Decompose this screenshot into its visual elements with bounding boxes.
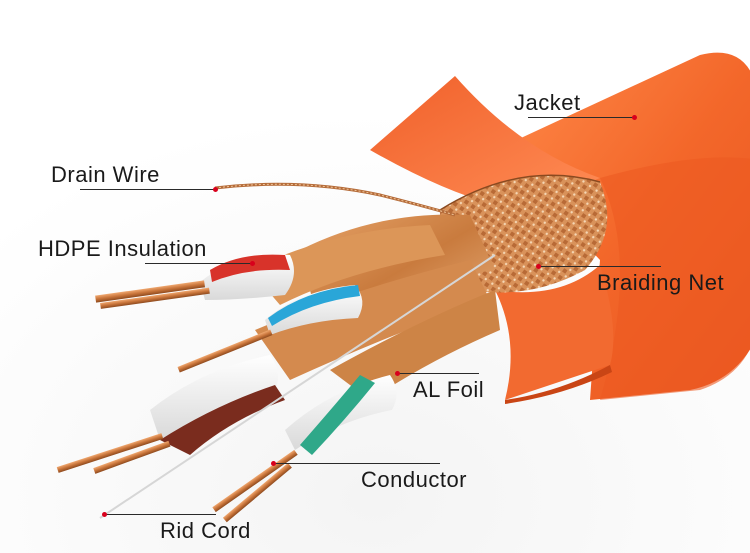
pointer-dot-braiding-net — [536, 264, 541, 269]
label-hdpe-insulation: HDPE Insulation — [38, 236, 207, 261]
pointer-dot-drain-wire — [213, 187, 218, 192]
pair-blue-white — [177, 285, 363, 373]
jacket-body — [370, 52, 750, 404]
rip-cord — [99, 254, 496, 519]
label-drain-wire: Drain Wire — [51, 162, 160, 187]
pair-red-white — [95, 254, 294, 309]
pointer-line-al-foil — [397, 373, 479, 374]
pair-brown-white — [56, 355, 285, 474]
pointer-line-drain-wire — [80, 189, 216, 190]
pointer-dot-hdpe-insulation — [250, 261, 255, 266]
pointer-dot-al-foil — [395, 371, 400, 376]
pointer-dot-rid-cord — [102, 512, 107, 517]
pair-green-white — [212, 375, 397, 523]
label-conductor: Conductor — [361, 467, 468, 492]
label-al-foil: AL Foil — [413, 377, 485, 402]
pointer-line-jacket — [528, 117, 634, 118]
pointer-line-conductor — [274, 463, 440, 464]
pointer-line-hdpe-insulation — [145, 263, 253, 264]
label-braiding-net: Braiding Net — [597, 270, 725, 295]
label-jacket: Jacket — [514, 90, 581, 115]
pointer-line-braiding-net — [539, 266, 661, 267]
pointer-dot-jacket — [632, 115, 637, 120]
pointer-dot-conductor — [271, 461, 276, 466]
label-rid-cord: Rid Cord — [160, 518, 251, 543]
pointer-line-rid-cord — [104, 514, 216, 515]
